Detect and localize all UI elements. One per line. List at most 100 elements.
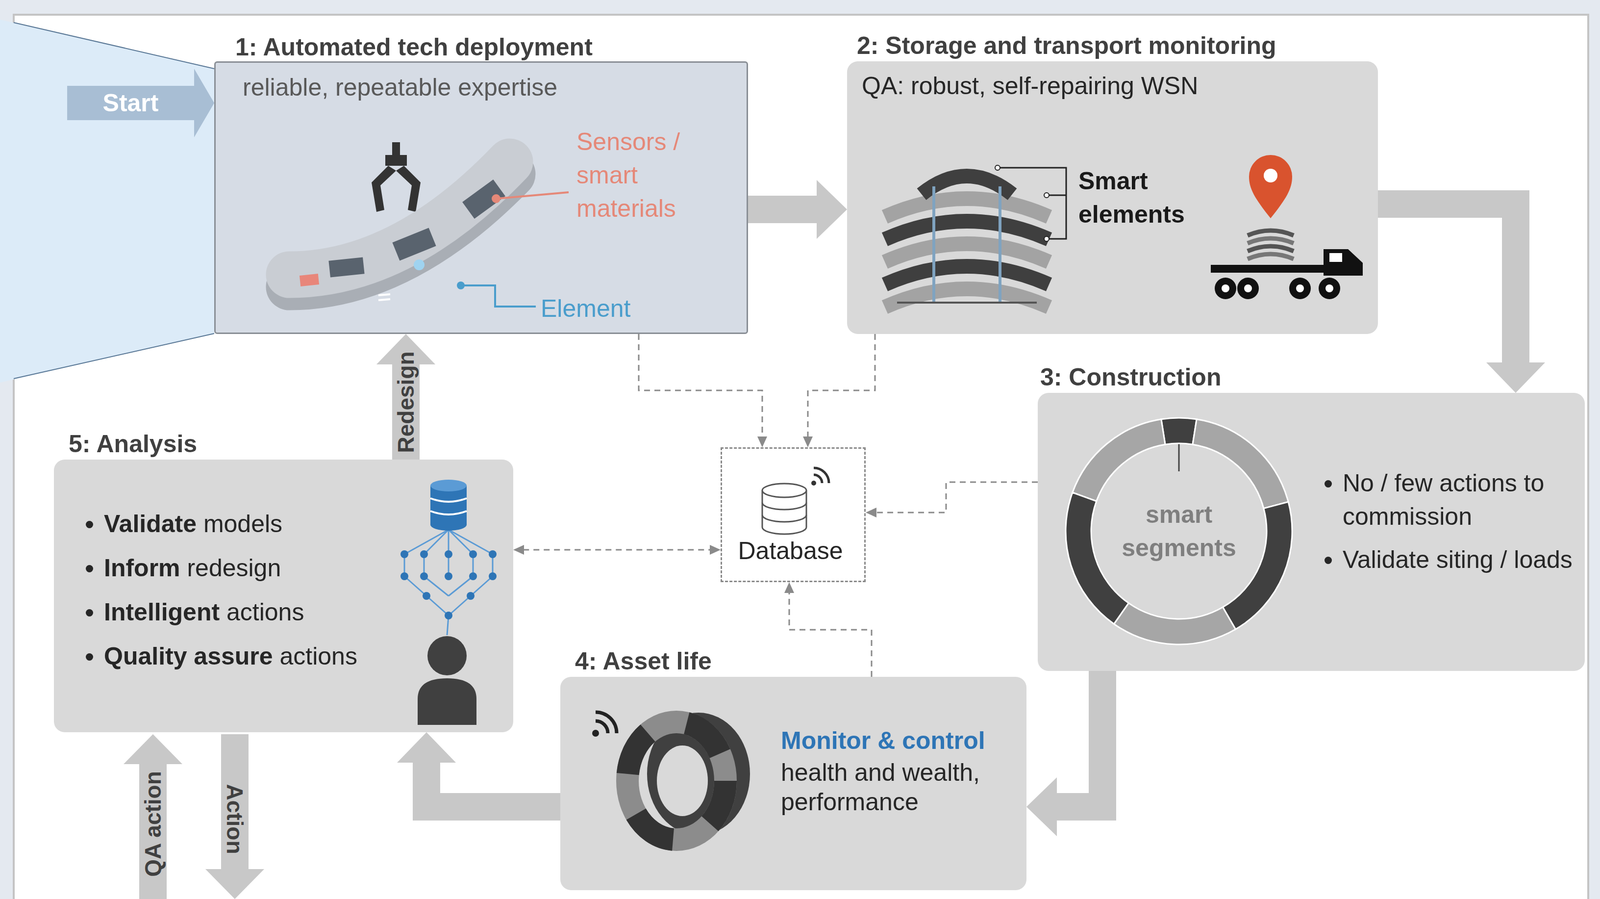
illustration-shape: Inform bbox=[103, 553, 181, 582]
arrow-head bbox=[816, 179, 848, 239]
connector-line bbox=[807, 333, 875, 438]
start-text: Start bbox=[67, 86, 195, 120]
illustration-shape bbox=[420, 550, 428, 558]
illustration-shape bbox=[0, 19, 215, 383]
illustration-shape bbox=[139, 762, 167, 899]
arrow-head bbox=[865, 507, 877, 518]
bullet-list: No / few actions to commissionValidate s… bbox=[1312, 466, 1578, 586]
illustration-shape bbox=[378, 294, 391, 296]
illustration-shape bbox=[427, 635, 467, 675]
connector-arrow bbox=[397, 731, 561, 807]
part-label: Smart elements bbox=[1078, 164, 1206, 231]
illustration-shape bbox=[998, 186, 1002, 302]
illustration-shape bbox=[995, 165, 1000, 171]
step-heading: 3: Construction bbox=[1040, 362, 1222, 392]
illustration-shape bbox=[444, 572, 453, 580]
connector-arrow bbox=[638, 333, 768, 448]
side-arrows bbox=[123, 733, 265, 899]
step-heading: 5: Analysis bbox=[68, 428, 198, 459]
illustration-shape bbox=[328, 256, 365, 277]
illustration-shape bbox=[420, 572, 428, 580]
illustration-shape: actions bbox=[219, 598, 304, 626]
step-heading: 1: Automated tech deployment bbox=[235, 32, 593, 62]
edge-label: Redesign bbox=[392, 348, 420, 456]
start-arrow: Start bbox=[67, 85, 195, 121]
illustration-shape: Quality assure bbox=[103, 642, 274, 670]
arrow-head bbox=[709, 544, 721, 555]
illustration-shape bbox=[430, 479, 467, 492]
illustration-shape bbox=[762, 502, 807, 522]
illustration-shape bbox=[392, 227, 436, 261]
illustration-shape bbox=[1214, 277, 1237, 300]
illustration-shape: Intelligent bbox=[103, 598, 220, 626]
illustration-shape bbox=[299, 273, 320, 287]
illustration-shape bbox=[1210, 264, 1326, 273]
illustration-shape bbox=[444, 550, 453, 558]
illustration-shape bbox=[656, 745, 708, 816]
part-label: Element bbox=[540, 291, 631, 325]
illustration-shape bbox=[1325, 284, 1334, 293]
illustration-shape: redesign bbox=[180, 553, 282, 582]
arrow-label: Action bbox=[221, 780, 249, 857]
connector-arrow bbox=[784, 581, 872, 677]
arrow-head bbox=[1026, 776, 1057, 836]
illustration-shape bbox=[378, 299, 391, 300]
database-text: Database bbox=[722, 535, 859, 566]
arrow-label: QA action bbox=[139, 767, 167, 880]
illustration-shape bbox=[400, 572, 409, 580]
arrow-head bbox=[757, 436, 768, 448]
illustration-shape bbox=[444, 611, 453, 620]
illustration-shape bbox=[1237, 277, 1259, 300]
step-heading: 2: Storage and transport monitoring bbox=[856, 30, 1277, 61]
ring-segment bbox=[1161, 417, 1197, 445]
illustration-shape bbox=[1289, 277, 1311, 300]
illustration-shape bbox=[221, 733, 249, 871]
illustration-shape bbox=[430, 498, 467, 515]
arrow-head bbox=[802, 436, 813, 448]
bullet-list: Validate modelsInform redesignIntelligen… bbox=[73, 501, 428, 678]
arrow-head bbox=[1486, 362, 1546, 393]
illustration-shape bbox=[1244, 284, 1252, 293]
illustration-shape bbox=[488, 550, 497, 558]
illustration-shape bbox=[1318, 277, 1341, 300]
part-label: smart segments bbox=[1105, 497, 1253, 565]
illustration-shape bbox=[1329, 252, 1343, 262]
connector-arrow bbox=[1377, 203, 1546, 393]
connector-line bbox=[1054, 670, 1103, 807]
connector-arrow bbox=[1026, 670, 1103, 836]
illustration-shape bbox=[469, 550, 477, 558]
arrow-head bbox=[513, 544, 525, 555]
arrow-head bbox=[784, 581, 795, 593]
illustration-shape bbox=[592, 729, 600, 737]
connector-arrow bbox=[194, 68, 215, 138]
arrow-head bbox=[397, 731, 456, 763]
illustration-shape bbox=[1044, 192, 1050, 198]
illustration-shape bbox=[1221, 284, 1230, 293]
illustration-shape bbox=[13, 333, 215, 379]
bullet-item: Quality assure actions bbox=[103, 633, 428, 678]
connector-arrow bbox=[376, 333, 436, 460]
bullet-item: Validate siting / loads bbox=[1342, 542, 1578, 576]
connector-arrow bbox=[865, 481, 1038, 518]
connector-line bbox=[789, 591, 872, 677]
illustration-shape bbox=[1296, 284, 1304, 293]
arrow-head bbox=[194, 68, 215, 138]
illustration-shape bbox=[400, 550, 409, 558]
connector-line bbox=[1377, 203, 1516, 365]
illustration-shape bbox=[469, 572, 477, 580]
bullet-item: Intelligent actions bbox=[103, 589, 428, 634]
connector-line bbox=[638, 333, 763, 438]
illustration-shape bbox=[762, 483, 807, 498]
illustration-shape bbox=[932, 186, 936, 302]
step-subtitle: QA: robust, self-repairing WSN bbox=[861, 71, 1352, 101]
illustration-shape bbox=[413, 259, 425, 271]
illustration-shape bbox=[466, 591, 475, 600]
illustration-shape bbox=[417, 677, 477, 725]
connector-line bbox=[875, 481, 1038, 513]
connector-line bbox=[426, 759, 561, 807]
illustration-shape bbox=[488, 572, 497, 580]
connector-arrow bbox=[802, 333, 875, 448]
body-text: health and wealth, performance bbox=[780, 757, 1017, 817]
bullet-item: No / few actions to commission bbox=[1342, 466, 1578, 533]
illustration-shape bbox=[811, 480, 817, 486]
